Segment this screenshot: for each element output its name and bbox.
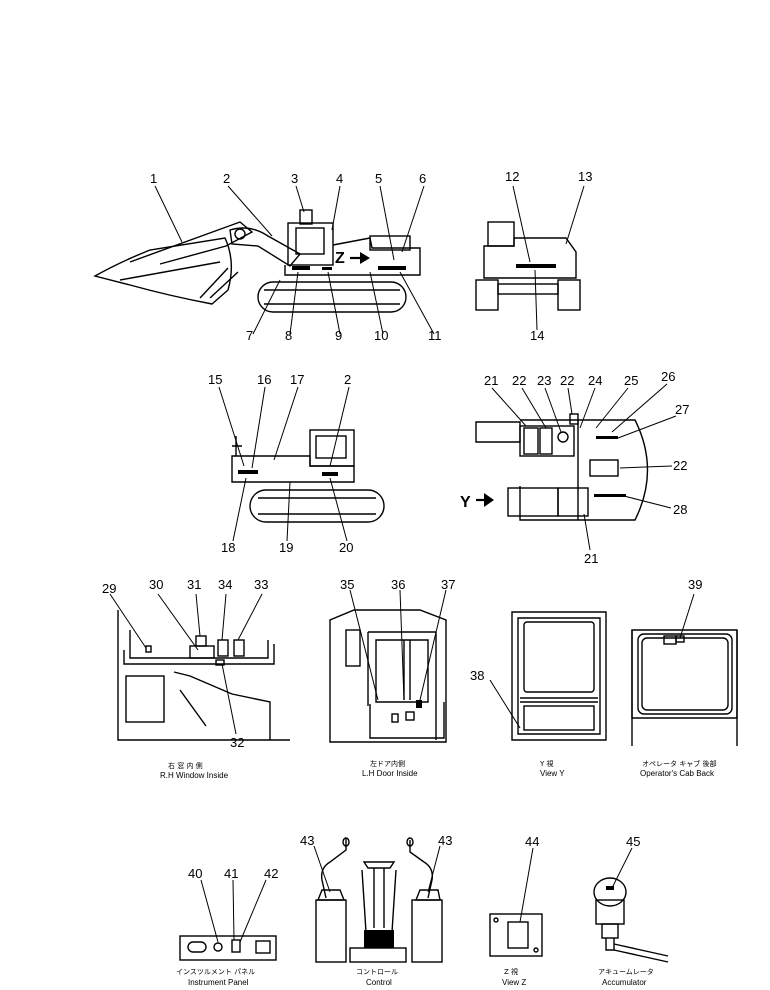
callout: 27: [675, 402, 689, 417]
callout: 29: [102, 581, 116, 596]
callout: 8: [285, 328, 292, 343]
leaders-lh-door: [349, 589, 447, 701]
caption-rh-window-jp: 右 窓 内 側: [168, 761, 203, 770]
accumulator-drawing: [593, 877, 669, 963]
callout: 24: [588, 373, 602, 388]
callouts-control: 43 43: [300, 833, 452, 848]
callout: 40: [188, 866, 202, 881]
caption-view-y-jp: Y 視: [539, 759, 554, 768]
callout: 43: [300, 833, 314, 848]
leaders-top: [491, 383, 677, 551]
callouts-rh-window: 29 30 31 34 33 32: [102, 577, 268, 750]
callout: 2: [344, 372, 351, 387]
callout: 32: [230, 735, 244, 750]
caption-view-z-en: View Z: [502, 978, 526, 987]
callout: 12: [505, 169, 519, 184]
callout: 2: [223, 171, 230, 186]
callout: 9: [335, 328, 342, 343]
callout: 21: [484, 373, 498, 388]
callout: 22: [512, 373, 526, 388]
callout: 17: [290, 372, 304, 387]
callout: 20: [339, 540, 353, 555]
view-y-drawing: [511, 611, 607, 741]
leaders-control: [313, 845, 441, 893]
callout: 36: [391, 577, 405, 592]
callout: 22: [673, 458, 687, 473]
callout: 3: [291, 171, 298, 186]
view-z-drawing: [489, 913, 543, 957]
callout: 14: [530, 328, 544, 343]
callout: 39: [688, 577, 702, 592]
lh-door-inside-view: [329, 609, 447, 743]
leaders-rear: [512, 185, 585, 331]
caption-instrument-en: Instrument Panel: [188, 978, 249, 987]
caption-rh-window-en: R.H Window Inside: [160, 771, 229, 780]
callouts-rear: 12 13 14: [505, 169, 592, 343]
callout: 38: [470, 668, 484, 683]
leaders-left: [218, 386, 350, 542]
rh-window-inside-view: [117, 610, 290, 741]
instrument-panel-drawing: [179, 935, 277, 961]
callout: 18: [221, 540, 235, 555]
caption-instrument-jp: インスツルメント パネル: [176, 968, 255, 976]
view-y-marker: Y: [460, 494, 471, 511]
callouts-top: 21 22 23 22 24 25 26 27 22 28 21: [484, 369, 689, 566]
callouts-left: 15 16 17 2 18 19 20: [208, 372, 353, 555]
cab-back-drawing: [631, 629, 738, 746]
excavator-left-view: [231, 429, 385, 523]
callout: 15: [208, 372, 222, 387]
callout: 11: [428, 328, 442, 343]
callout: 7: [246, 328, 253, 343]
caption-control-jp: コントロール: [356, 968, 398, 976]
callout: 30: [149, 577, 163, 592]
caption-view-z-jp: Z 視: [504, 967, 518, 976]
callout: 42: [264, 866, 278, 881]
callout: 25: [624, 373, 638, 388]
callouts-instrument: 40 41 42: [188, 866, 278, 881]
excavator-top-view: [475, 413, 649, 521]
caption-accumulator-jp: アキュームレータ: [598, 967, 654, 976]
callout: 10: [374, 328, 388, 343]
callout: 44: [525, 834, 539, 849]
callout: 22: [560, 373, 574, 388]
caption-control-en: Control: [366, 978, 392, 987]
callout: 16: [257, 372, 271, 387]
callout: 41: [224, 866, 238, 881]
callout: 5: [375, 171, 382, 186]
leaders-instrument: [200, 879, 267, 943]
caption-accumulator-en: Accumulator: [602, 978, 647, 987]
caption-cab-back-jp: オペレータ キャブ 後部: [642, 759, 716, 768]
callout: 37: [441, 577, 455, 592]
callout: 26: [661, 369, 675, 384]
callout: 4: [336, 171, 343, 186]
caption-lh-door-jp: 左ドア内側: [370, 759, 405, 768]
view-z-marker: Z: [335, 250, 345, 267]
callout: 13: [578, 169, 592, 184]
callout: 45: [626, 834, 640, 849]
callouts-lh-door: 35 36 37: [340, 577, 455, 592]
callout: 35: [340, 577, 354, 592]
callouts-side: 1 2 3 4 5 6 7 8 9 10 11: [150, 171, 442, 343]
caption-lh-door-en: L.H Door Inside: [362, 769, 418, 778]
control-drawing: [315, 837, 443, 963]
leaders-side: [154, 185, 435, 335]
callout: 28: [673, 502, 687, 517]
callout: 33: [254, 577, 268, 592]
excavator-side-view: [93, 209, 421, 313]
callout: 43: [438, 833, 452, 848]
callout: 21: [584, 551, 598, 566]
callout: 1: [150, 171, 157, 186]
leaders-rh-window: [109, 593, 263, 735]
caption-cab-back-en: Operator's Cab Back: [640, 769, 715, 778]
callout: 23: [537, 373, 551, 388]
callout: 34: [218, 577, 232, 592]
callout: 6: [419, 171, 426, 186]
callout: 19: [279, 540, 293, 555]
excavator-rear-view: [475, 221, 581, 311]
callout: 31: [187, 577, 201, 592]
caption-view-y-en: View Y: [540, 769, 565, 778]
